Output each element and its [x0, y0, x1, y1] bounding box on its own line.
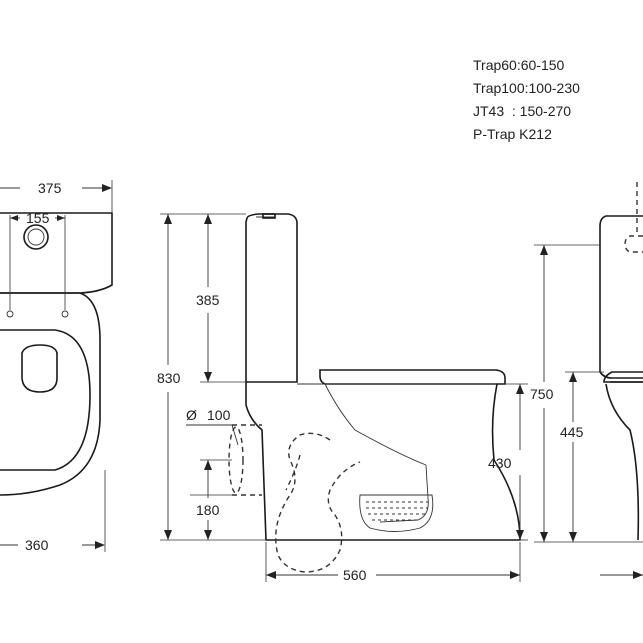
- side-view-cistern: [245, 213, 298, 383]
- end-seat-height-dimension: 445: [560, 424, 584, 440]
- outlet-pipe-end: [228, 426, 244, 494]
- outlet-pipe: [232, 424, 262, 496]
- hidden-trap-path: [275, 432, 361, 573]
- water-seal: [359, 494, 434, 532]
- outlet-diameter-dimension: 100: [207, 407, 231, 423]
- side-view-bowl-outline: [245, 382, 521, 541]
- seat-height-dimension: 430: [488, 455, 512, 471]
- depth-dimension: 560: [343, 567, 367, 583]
- diameter-symbol: Ø: [186, 407, 197, 423]
- tank-height-dimension: 385: [196, 292, 220, 308]
- top-view: 375 155 360: [0, 180, 113, 553]
- outlet-height-dimension: 180: [196, 502, 220, 518]
- top-width-dimension: 375: [38, 180, 62, 196]
- trap-options-notes: Trap60:60-150 Trap100:100-230 JT43 : 150…: [473, 54, 580, 146]
- top-view-seat-outline: [0, 329, 91, 471]
- total-height-dimension: 750: [530, 386, 554, 402]
- hinge-hole-right: [61, 310, 69, 318]
- top-view-cistern-outline: [0, 212, 113, 294]
- end-view-cistern: [599, 215, 643, 379]
- hinge-hole-left: [6, 310, 14, 318]
- end-view-seat: [603, 371, 643, 383]
- trap-note: JT43 : 150-270: [473, 103, 572, 119]
- end-view-flush-icon: [624, 235, 643, 253]
- flush-button-icon: [23, 224, 49, 250]
- end-view-bowl-outline: [605, 383, 640, 541]
- trap-note: Trap100:100-230: [473, 80, 580, 96]
- top-view-lid-outline: [21, 344, 58, 393]
- bowl-width-dimension: 360: [25, 537, 49, 553]
- trap-note: P-Trap K212: [473, 126, 552, 142]
- trap-note: Trap60:60-150: [473, 57, 565, 73]
- overall-height-dimension: 830: [157, 370, 181, 386]
- side-view-bowl-interior: [324, 383, 427, 466]
- side-view: Ø 100 830 385 180 430: [157, 213, 528, 583]
- side-view-seat: [319, 369, 506, 385]
- flush-button-inner: [27, 228, 45, 246]
- end-view: 750 445: [530, 182, 643, 579]
- top-view-bowl-outline: [0, 292, 101, 496]
- hole-spacing-dimension: 155: [26, 210, 50, 226]
